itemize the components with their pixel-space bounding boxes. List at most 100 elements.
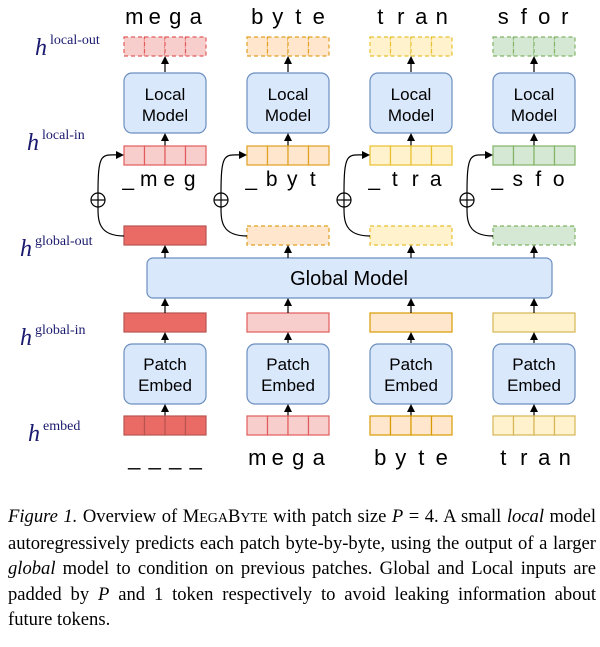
- output-letter: b: [251, 4, 263, 29]
- label-h-global-out: h: [20, 236, 32, 262]
- input-letter: t: [418, 445, 424, 470]
- label-h-embed: h: [28, 421, 40, 447]
- output-letter: y: [272, 4, 283, 29]
- input-letter: _: [127, 445, 141, 470]
- local-input-letter: r: [412, 168, 419, 191]
- local-input-letter: y: [287, 168, 298, 191]
- label-h-local-in: h: [27, 130, 39, 156]
- curve-plus-to-localin: [466, 150, 493, 194]
- global-in-bar: [492, 312, 576, 333]
- caption-p2: P: [98, 583, 110, 605]
- local-in-cells-cell: [533, 145, 556, 166]
- embed-cells: [246, 415, 330, 436]
- megabyte-diagram: h local-out h local-in h global-out h gl…: [20, 4, 576, 470]
- caption-fig-label: Figure 1.: [8, 506, 78, 527]
- local-in-cells-cell: [266, 145, 289, 166]
- local-in-cells-cell: [410, 145, 433, 166]
- local-out-cells-cell: [307, 36, 330, 57]
- curve-plus-to-localin: [220, 150, 247, 194]
- local-out-cells-cell: [164, 36, 187, 57]
- global-out-bar: [369, 225, 453, 246]
- patch-embed-label-line2: Embed: [507, 376, 561, 395]
- local-out-cells-cell: [266, 36, 289, 57]
- patch-embed-label-line1: Patch: [389, 355, 432, 374]
- embed-cells: [123, 415, 207, 436]
- embed-cells-cell: [430, 415, 453, 436]
- caption-name-m: M: [182, 506, 200, 527]
- local-input-letter: t: [310, 168, 316, 191]
- input-letter: _: [168, 445, 182, 470]
- embed-cells: [369, 415, 453, 436]
- input-letter: y: [395, 445, 406, 470]
- embed-cells-cell: [533, 415, 556, 436]
- embed-cells-cell: [389, 415, 412, 436]
- local-input-letter: t: [392, 168, 398, 191]
- local-out-cells-cell: [410, 36, 433, 57]
- embed-cells-cell: [492, 415, 515, 436]
- local-out-cells-cell: [430, 36, 453, 57]
- input-letter: n: [559, 445, 571, 470]
- caption-global: global: [8, 558, 56, 580]
- local-out-cells-cell: [287, 36, 310, 57]
- local-out-cells-cell: [492, 36, 515, 57]
- patch-embed-label-line2: Embed: [138, 376, 192, 395]
- local-model-label-line1: Local: [268, 85, 309, 104]
- local-out-cells-cell: [123, 36, 146, 57]
- embed-cells-cell: [123, 415, 146, 436]
- patch-embed-label-line2: Embed: [384, 376, 438, 395]
- output-letter: t: [295, 4, 301, 29]
- curve-plus-to-localin: [97, 150, 124, 194]
- curve-globalout-to-plus: [466, 206, 494, 237]
- patch-embed-box: [246, 343, 330, 405]
- input-letter: _: [189, 445, 203, 470]
- local-input-letter: _: [490, 168, 503, 191]
- input-letter: t: [500, 445, 506, 470]
- global-model-box: [146, 257, 553, 299]
- output-letter: a: [190, 4, 203, 29]
- label-sup-local-in: local-in: [42, 128, 85, 143]
- patch-embed-label-line2: Embed: [261, 376, 315, 395]
- input-letter: m: [248, 445, 266, 470]
- caption-part1: Overview of: [77, 506, 183, 527]
- local-input-letter: o: [553, 168, 565, 191]
- local-model-label-line2: Model: [511, 106, 557, 125]
- global-in-bar: [246, 312, 330, 333]
- curve-globalout-to-plus: [343, 206, 371, 237]
- output-letter: f: [521, 4, 528, 29]
- embed-cells-cell: [307, 415, 330, 436]
- embed-cells-cell: [266, 415, 289, 436]
- label-sup-global-in: global-in: [35, 323, 86, 338]
- label-sup-global-out: global-out: [35, 234, 93, 249]
- global-out-bar: [492, 225, 576, 246]
- local-out-cells: [369, 36, 453, 57]
- local-in-cells-cell: [184, 145, 207, 166]
- input-letter: _: [148, 445, 162, 470]
- output-letter: a: [415, 4, 428, 29]
- local-input-letter: _: [121, 168, 134, 191]
- local-out-cells-cell: [389, 36, 412, 57]
- input-letter: b: [374, 445, 386, 470]
- output-letter: e: [149, 4, 161, 29]
- local-in-cells-cell: [389, 145, 412, 166]
- local-in-cells: [369, 145, 453, 166]
- caption-p: P: [391, 506, 404, 527]
- label-sup-local-out: local-out: [50, 33, 100, 48]
- local-input-letter: s: [513, 168, 524, 191]
- local-in-cells: [492, 145, 576, 166]
- local-out-cells: [123, 36, 207, 57]
- global-model: Global Model: [146, 257, 553, 299]
- embed-cells: [492, 415, 576, 436]
- local-model-label-line2: Model: [142, 106, 188, 125]
- embed-cells-cell: [369, 415, 392, 436]
- label-h-global-in: h: [20, 325, 32, 351]
- local-input-letter: e: [163, 168, 175, 191]
- local-in-cells: [123, 145, 207, 166]
- local-in-cells-cell: [430, 145, 453, 166]
- embed-cells-cell: [410, 415, 433, 436]
- patch-embed-label-line1: Patch: [512, 355, 555, 374]
- figure-caption: Figure 1. Overview of MEGABYTE with patc…: [8, 504, 596, 632]
